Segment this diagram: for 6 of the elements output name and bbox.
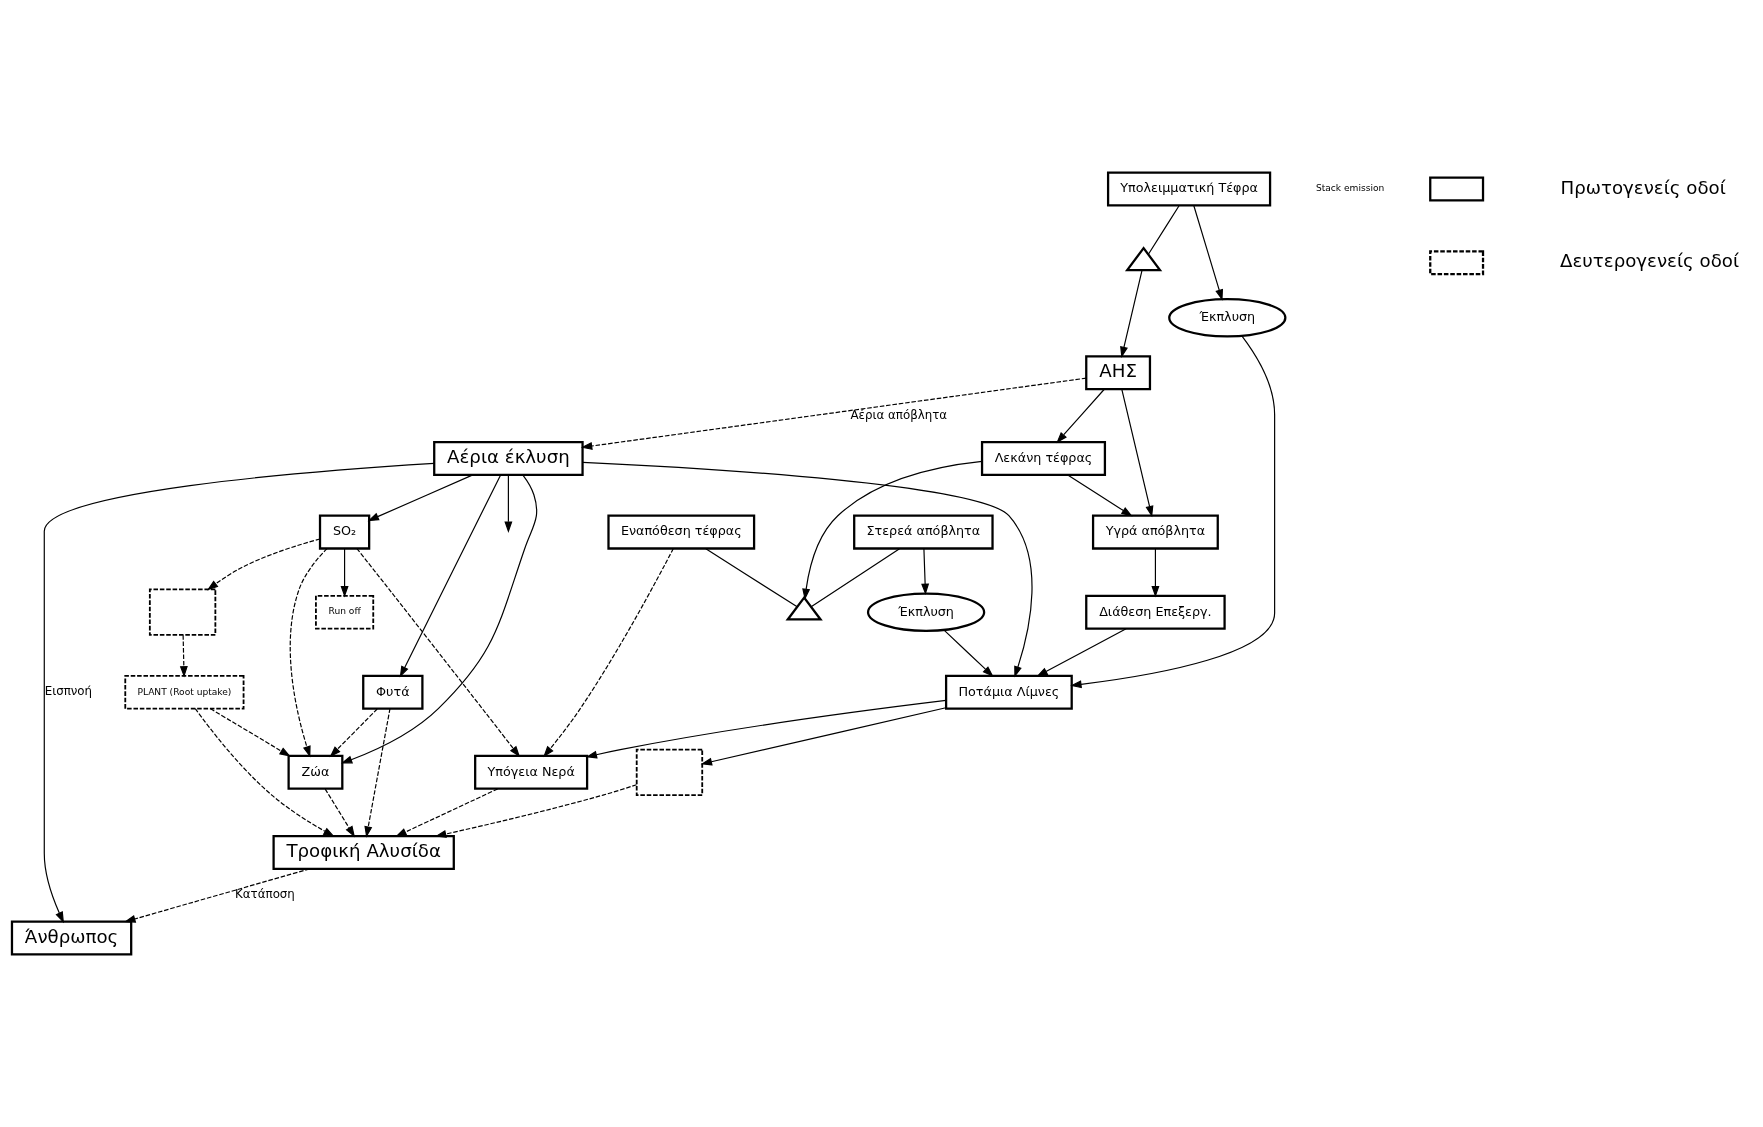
edge-label: Κατάποση bbox=[235, 887, 295, 902]
legend-label: Πρωτογενείς οδοί bbox=[1560, 176, 1726, 198]
legend-label: Δευτερογενείς οδοί bbox=[1560, 250, 1740, 272]
edge-label: Αέρια απόβλητα bbox=[850, 407, 948, 422]
edge-label: Εισπνοή bbox=[44, 684, 93, 699]
label: Stack emission bbox=[1315, 183, 1385, 194]
